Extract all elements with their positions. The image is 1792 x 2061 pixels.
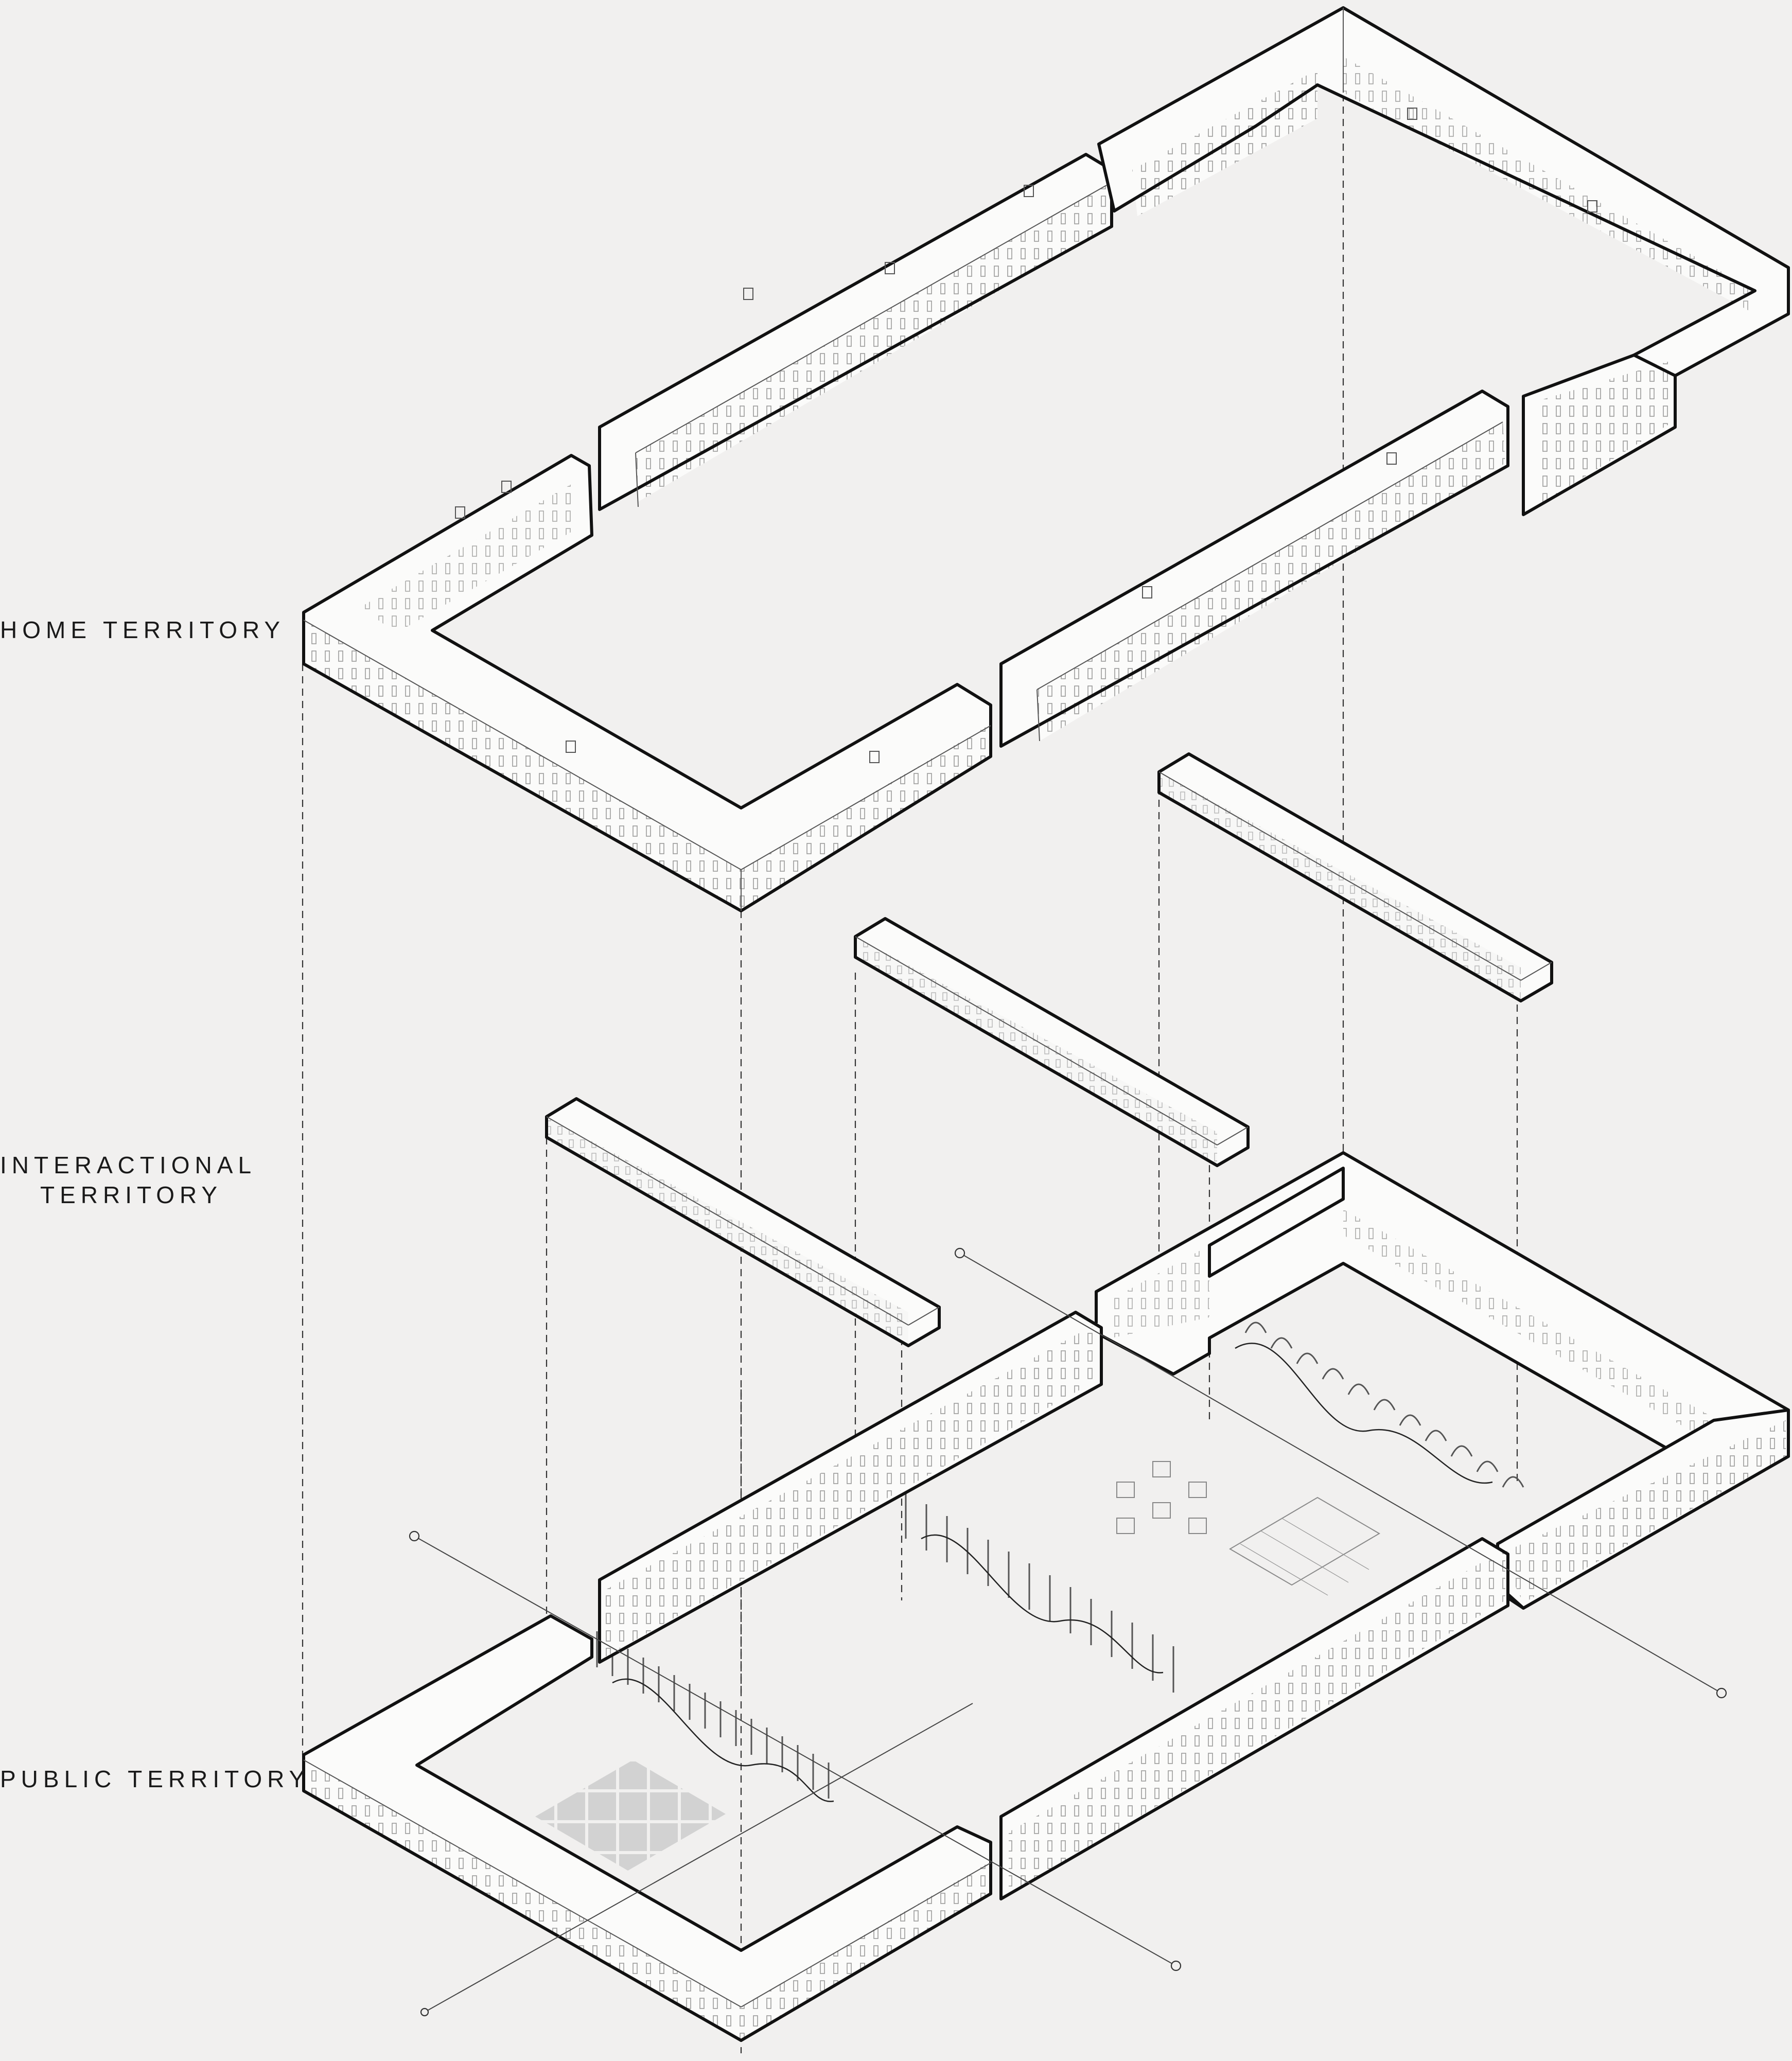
interactional-bar-middle (854, 917, 1250, 1167)
label-interactional-line2: TERRITORY (40, 1182, 223, 1208)
public-wing-right (1095, 1151, 1790, 1610)
public-bar-rear-left (598, 1311, 1103, 1664)
axis-end-marker (420, 2007, 429, 2017)
public-territory-block (302, 1151, 1790, 2042)
interactional-bar-left (545, 1097, 941, 1347)
interactional-bar-right (1157, 752, 1553, 1002)
axis-end-marker (954, 1247, 965, 1259)
interactional-territory-bars (545, 752, 1553, 1347)
public-bar-front-right (999, 1537, 1509, 1900)
home-bar-right (1522, 354, 1677, 516)
home-bar-lower (999, 390, 1509, 748)
label-public-territory: PUBLIC TERRITORY (0, 1766, 310, 1792)
label-interactional-line1: INTERACTIONAL (0, 1152, 257, 1178)
label-interactional-territory: INTERACTIONAL TERRITORY (0, 1150, 256, 1210)
label-home-territory: HOME TERRITORY (0, 616, 286, 643)
public-ground-plane (535, 1461, 1380, 1871)
public-wing-left (302, 1614, 992, 2042)
axis-end-marker (1170, 1960, 1182, 1971)
axis-end-marker (1716, 1687, 1727, 1699)
axis-end-marker (409, 1530, 420, 1542)
home-wing-left (302, 454, 992, 912)
home-territory-block (302, 6, 1790, 912)
home-bar-upper (598, 153, 1113, 511)
home-dormers (455, 108, 1597, 763)
section-axis-lines (409, 1247, 1727, 2017)
public-colonnades (596, 1492, 1174, 1799)
projection-lines (302, 8, 1518, 2053)
home-wing-top (1097, 6, 1790, 377)
